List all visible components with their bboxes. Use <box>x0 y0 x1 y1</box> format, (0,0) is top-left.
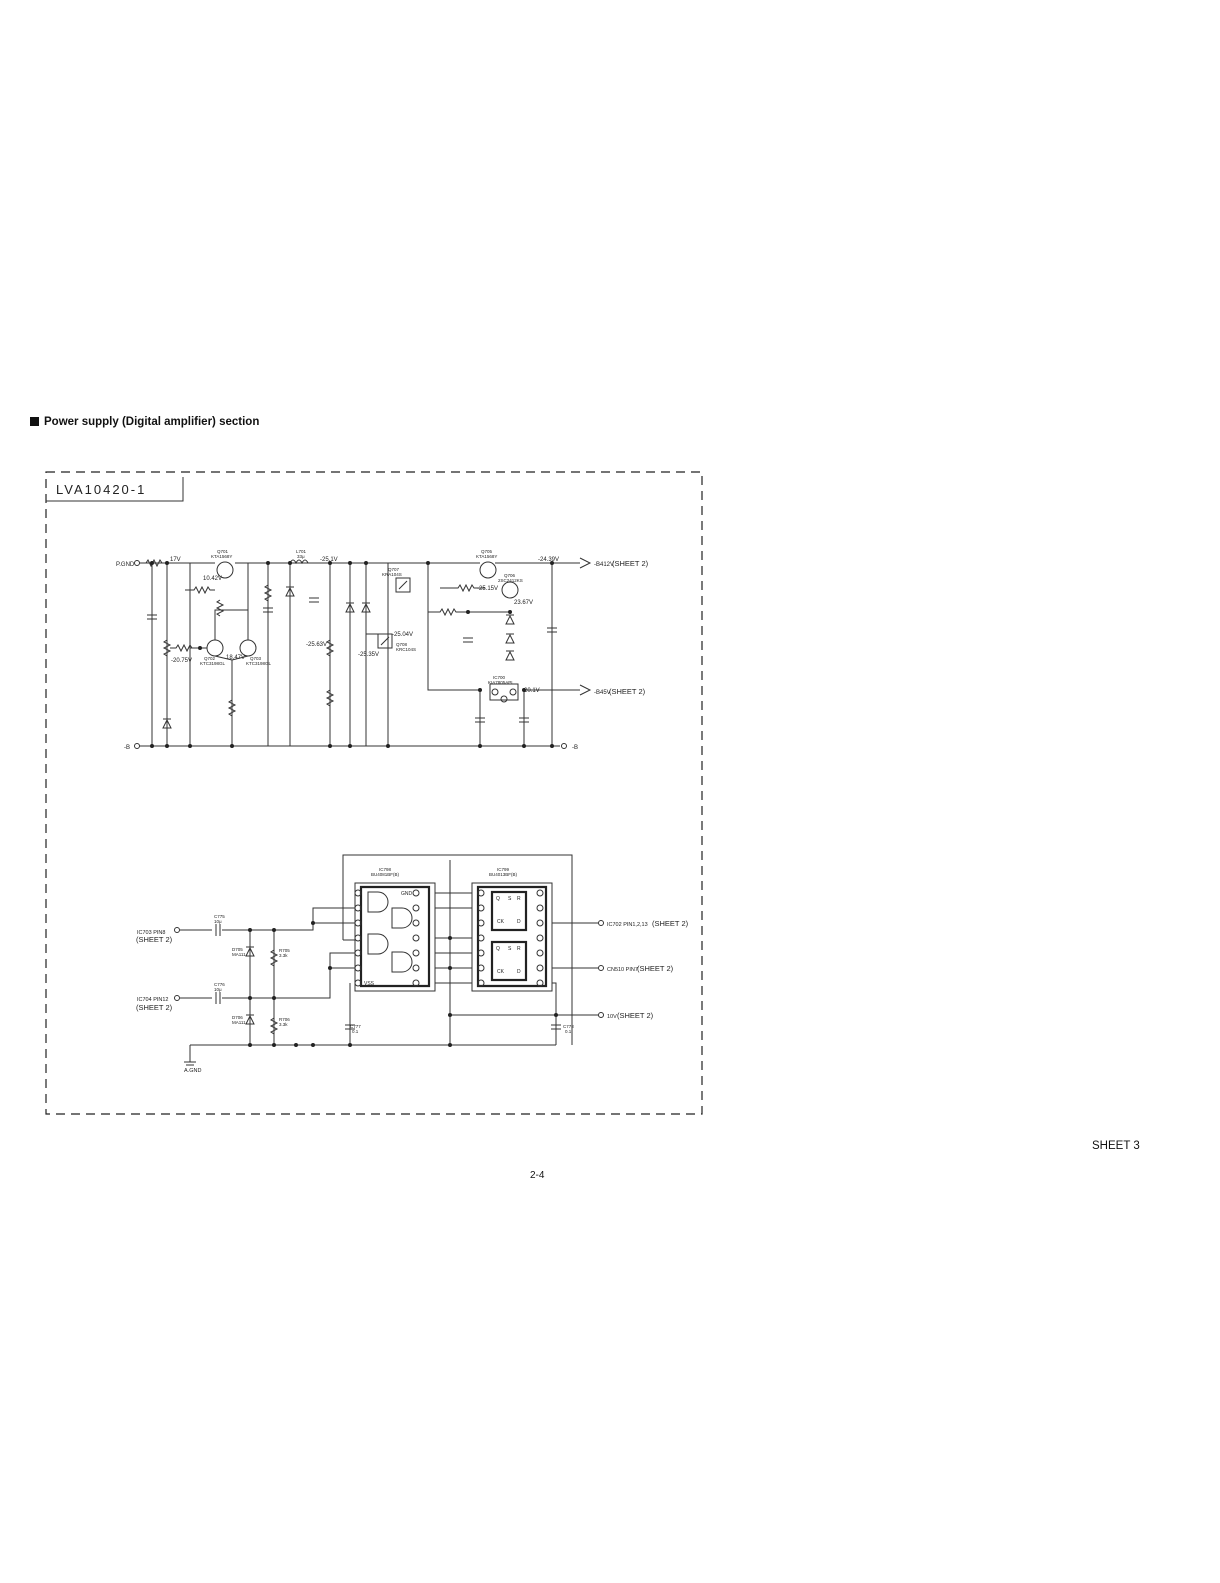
schematic-label: Q707 <box>388 567 400 572</box>
page-number: 2-4 <box>530 1170 545 1181</box>
schematic-label: 18.47V <box>226 655 245 661</box>
schematic-label: P.GND <box>116 562 135 568</box>
schematic-label: -B45V <box>594 690 611 696</box>
schematic-label: -25.63V <box>306 642 327 648</box>
schematic-label: BU4081BF(B) <box>371 872 400 877</box>
schematic-label: Q <box>496 896 500 902</box>
schematic-label: -25.1V <box>320 557 338 563</box>
schematic-label: -25.15V <box>477 586 498 592</box>
schematic-label: S <box>508 946 512 952</box>
schematic-label: (SHEET 2) <box>612 559 649 568</box>
schematic-label: D <box>517 919 521 925</box>
schematic-label: 0.1 <box>565 1029 572 1034</box>
schematic-label: KTA1568Y <box>211 554 232 559</box>
schematic-label: MA111 <box>232 952 246 957</box>
schematic-label: Q702 <box>204 656 216 661</box>
power-section: P.GND 17V -B -B Q701 KTA1568Y Q702 KTC31… <box>116 549 649 751</box>
schematic-label: D706 <box>232 1015 243 1020</box>
schematic-label: KTC3198GL <box>246 661 272 666</box>
schematic-label: KTC3198GL <box>200 661 226 666</box>
schematic-label: 3.3k <box>279 1022 288 1027</box>
schematic-label: R705 <box>279 948 290 953</box>
schematic-label: CN510 PIN7 <box>607 967 638 973</box>
schematic-label: (SHEET 2) <box>609 687 646 696</box>
schematic-label: CK <box>497 919 505 925</box>
schematic-label: KTA1568Y <box>476 554 497 559</box>
schematic-label: CK <box>497 969 505 975</box>
schematic-label: Q701 <box>217 549 229 554</box>
schematic-label: -B <box>572 745 578 751</box>
schematic-label: 10.42V <box>203 576 222 582</box>
schematic-label: (SHEET 2) <box>617 1011 654 1020</box>
schematic-label: C776 <box>214 982 225 987</box>
schematic-label: IC702 PIN1,2,13 <box>607 922 648 928</box>
schematic-label: -B412V <box>594 562 614 568</box>
schematic-label: -24.39V <box>538 557 559 563</box>
sheet-label: SHEET 3 <box>1092 1140 1140 1152</box>
schematic-label: -20.1V <box>522 688 540 694</box>
logic-section: IC703 PIN8 (SHEET 2) IC704 PIN12 (SHEET … <box>136 854 689 1074</box>
schematic-label: KRA104S <box>382 572 402 577</box>
schematic-label: 10V <box>607 1014 617 1020</box>
schematic-label: -25.35V <box>358 652 379 658</box>
schematic-label: IC703 PIN8 <box>137 930 165 936</box>
schematic-label: C775 <box>214 914 225 919</box>
schematic-label: MA111 <box>232 1020 246 1025</box>
schematic-label: 17V <box>170 557 181 563</box>
schematic-label: IC799 <box>497 867 510 872</box>
schematic-label: L701 <box>296 549 307 554</box>
schematic-label: R <box>517 896 521 902</box>
schematic-label: R <box>517 946 521 952</box>
schematic-label: Q703 <box>250 656 262 661</box>
schematic-label: 10μ <box>214 987 222 992</box>
schematic-label: VSS <box>364 981 375 987</box>
bullet-square-icon <box>30 417 39 426</box>
schematic-label: S <box>508 896 512 902</box>
board-border <box>45 471 703 1115</box>
board-label: LVA10420-1 <box>56 482 146 497</box>
schematic-label: (SHEET 2) <box>652 919 689 928</box>
schematic-label: -25.04V <box>392 632 413 638</box>
schematic-label: Q708 <box>396 642 408 647</box>
schematic-label: Q705 <box>481 549 493 554</box>
schematic-label: A.GND <box>184 1068 201 1074</box>
schematic-label: D <box>517 969 521 975</box>
schematic-label: Q706 <box>504 573 516 578</box>
schematic-label: -B <box>124 745 130 751</box>
schematic-label: 0.1 <box>352 1029 359 1034</box>
schematic-label: 33μ <box>297 554 305 559</box>
schematic-label: KIA7805API <box>488 680 513 685</box>
schematic-label: 10μ <box>214 919 222 924</box>
schematic-label: IC704 PIN12 <box>137 997 169 1003</box>
schematic-label: D705 <box>232 947 243 952</box>
schematic-label: C777 <box>350 1024 361 1029</box>
schematic-label: -20.75V <box>171 658 192 664</box>
section-title: Power supply (Digital amplifier) section <box>30 416 259 428</box>
schematic-label: R706 <box>279 1017 290 1022</box>
schematic-label: C778 <box>563 1024 574 1029</box>
schematic-label: KRC104S <box>396 647 416 652</box>
schematic-label: (SHEET 2) <box>136 1003 173 1012</box>
schematic-label: IC700 <box>493 675 506 680</box>
schematic-label: (SHEET 2) <box>637 964 674 973</box>
schematic-label: (SHEET 2) <box>136 935 173 944</box>
schematic-label: 3.3k <box>279 953 288 958</box>
schematic-label: 23.67V <box>514 600 533 606</box>
schematic-label: IC798 <box>379 867 392 872</box>
schematic-label: GND <box>401 891 413 897</box>
schematic-label: Power supply (Digital amplifier) section <box>44 416 260 428</box>
schematic-label: Q <box>496 946 500 952</box>
schematic-label: BU4013BF(B) <box>489 872 518 877</box>
schematic-label: 2SC2412KS <box>498 578 523 583</box>
board-label-box <box>46 477 184 502</box>
